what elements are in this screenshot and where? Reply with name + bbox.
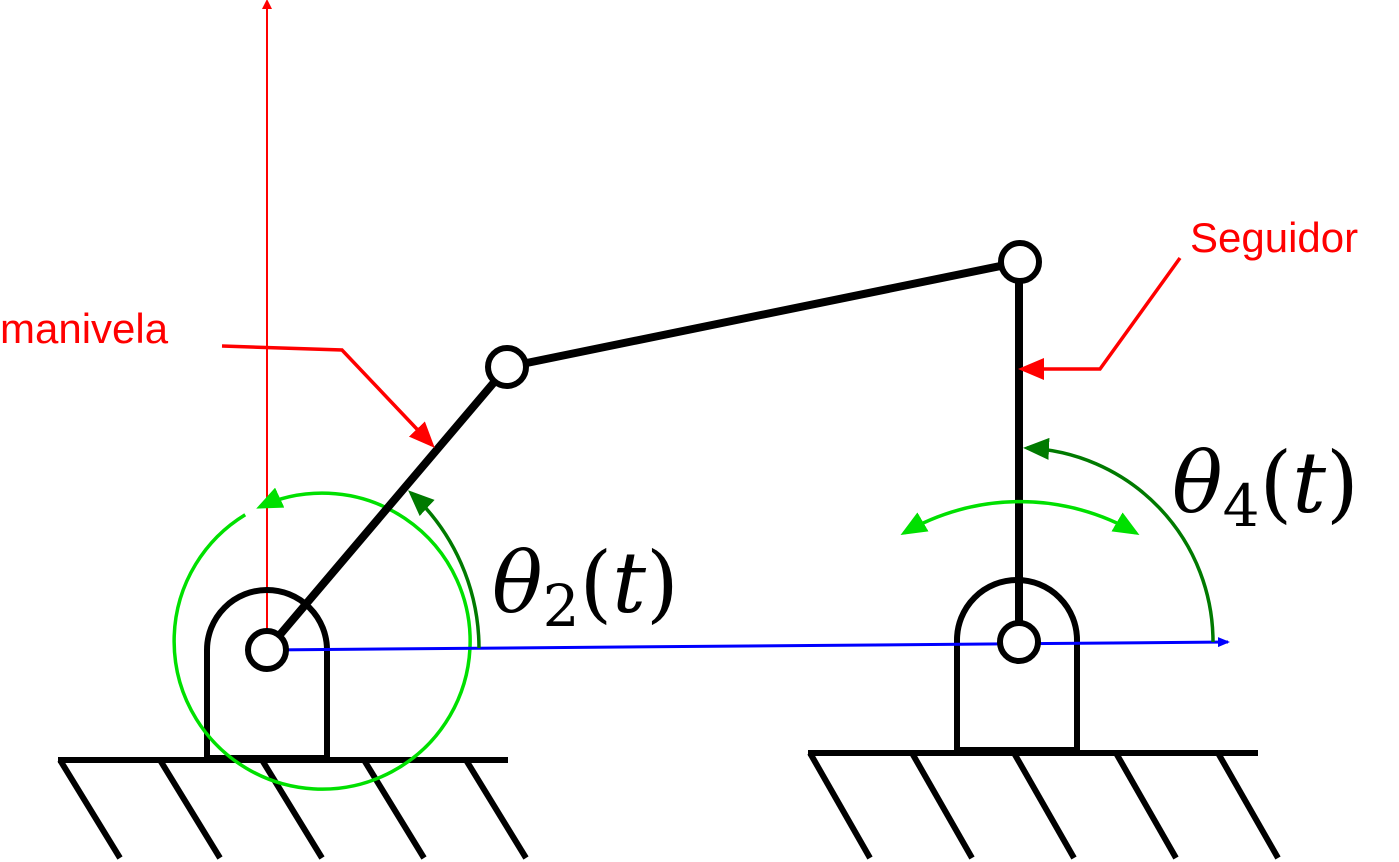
crank-link [263,364,511,653]
crank-rotation-circle [172,487,472,791]
theta2-angle-arc [408,490,481,649]
crank-label: manivela [0,305,169,352]
crank-pivot-joint [245,628,289,672]
follower-pivot-joint [997,620,1041,664]
ground-link-axis [266,637,1230,652]
theta4-label: θ4(t) [1172,434,1359,540]
crank-label-leader [221,344,435,448]
coupler-link [506,258,1021,371]
coupler-crank-joint [485,345,529,389]
left-ground [57,757,529,860]
theta2-label: θ2(t) [492,534,679,640]
right-ground [807,750,1281,860]
follower-label-leader [1018,256,1182,380]
theta4-angle-arc [1023,437,1215,643]
follower-oscillation-arrow [900,499,1140,536]
follower-label: Seguidor [1190,214,1358,261]
coupler-follower-joint [998,240,1042,284]
left-bearing-support [204,587,330,761]
